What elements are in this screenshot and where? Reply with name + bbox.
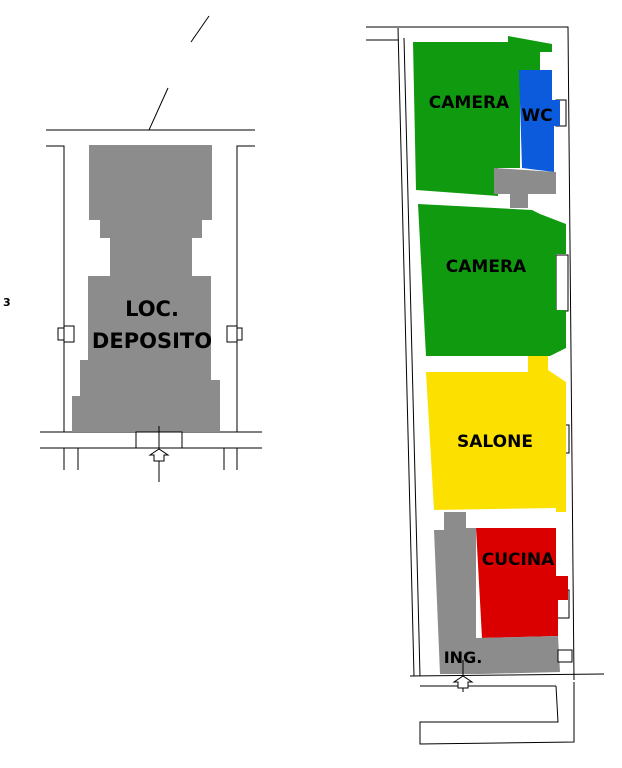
corridor-fill: [494, 168, 556, 208]
ingresso-label: ING.: [444, 648, 483, 667]
camera-mid-room-fill: [418, 204, 566, 356]
wc-label: WC: [521, 106, 552, 126]
camera-mid-label: CAMERA: [446, 257, 527, 277]
left-window-east: [226, 325, 238, 343]
entrance-arrow-icon: [148, 426, 170, 482]
salone-label: SALONE: [457, 432, 533, 452]
wc-room-fill: [519, 70, 560, 172]
left-building: 3 LOC. DEPOSITO: [3, 15, 262, 482]
apartment-entrance-arrow-icon: [452, 660, 474, 692]
right-bottom-annex: [419, 682, 575, 745]
left-diagonal-line-2: [148, 87, 169, 131]
right-bottom-wall: [409, 673, 605, 677]
right-inner-wall-west: [403, 37, 421, 677]
right-outer-wall-east: [366, 26, 575, 681]
deposito-room-fill: [72, 145, 220, 432]
window-camera: [555, 254, 569, 312]
left-outer-wall-east: [236, 145, 255, 432]
left-outer-wall-west: [46, 145, 65, 432]
camera-top-room-fill: [413, 36, 552, 196]
step-mark: [557, 649, 573, 663]
plan-marker-number: 3: [3, 296, 11, 309]
salone-room-fill: [426, 356, 566, 512]
right-building: CAMERA WC CAMERA SALONE CUCINA ING.: [366, 26, 605, 745]
left-diagonal-line-1: [190, 15, 210, 43]
ingresso-room-fill: [434, 512, 560, 674]
left-window-west: [63, 325, 75, 343]
cucina-room-fill: [476, 528, 568, 638]
right-outer-wall-west: [397, 27, 415, 677]
deposito-label-line2: DEPOSITO: [92, 329, 212, 353]
deposito-label-line1: LOC.: [125, 297, 179, 321]
camera-top-label: CAMERA: [429, 93, 510, 113]
cucina-label: CUCINA: [482, 550, 555, 570]
